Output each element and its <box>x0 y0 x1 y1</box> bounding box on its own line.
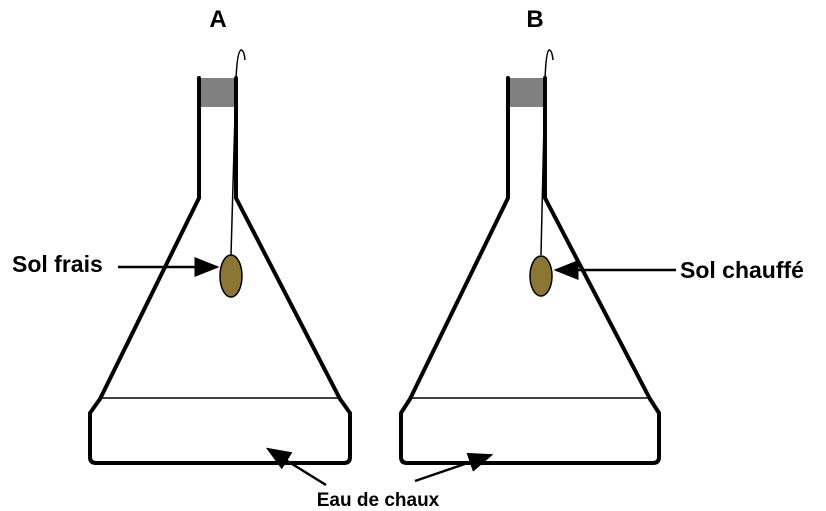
limewater-arrow-to-b <box>414 452 494 483</box>
flask-a-title: A <box>209 6 226 33</box>
flask-b: B Sol chauffé <box>399 6 804 465</box>
flask-b-hanging-wire <box>540 49 554 256</box>
limewater-label: Eau de chaux <box>317 490 440 511</box>
flask-b-title: B <box>526 6 543 33</box>
limewater-callout: Eau de chaux <box>265 447 494 511</box>
flask-a-hanging-wire <box>230 49 246 256</box>
limewater-arrow-to-a <box>265 447 327 487</box>
flask-a: A Sol frais <box>12 6 352 465</box>
flask-b-stopper <box>510 78 543 107</box>
flask-b-heated-soil-sample <box>529 255 553 297</box>
flask-b-sample-label: Sol chauffé <box>680 257 804 283</box>
flask-a-sample-label: Sol frais <box>12 251 103 277</box>
flask-a-stopper <box>201 78 234 107</box>
flask-a-fresh-soil-sample <box>219 254 243 298</box>
